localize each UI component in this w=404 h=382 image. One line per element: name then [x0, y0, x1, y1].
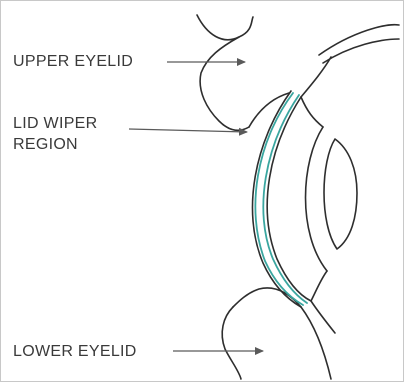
ciliary-upper — [301, 57, 331, 97]
iris-upper-line — [301, 97, 323, 127]
upper-eyelid-label: UPPER EYELID — [13, 51, 133, 72]
lid-wiper-band-outer — [255, 93, 303, 305]
lid-wiper-region-label: LID WIPER REGION — [13, 113, 98, 155]
cornea-outer-curve — [252, 91, 301, 307]
sclera-inner-arc — [323, 39, 399, 63]
lid-wiper-arrow — [129, 129, 247, 132]
lower-eyelid-outline — [222, 307, 241, 379]
cornea-inner-curve — [267, 97, 311, 301]
lens — [324, 139, 357, 249]
upper-eyelid-front-contour — [200, 37, 249, 130]
upper-eyelid-outline — [197, 15, 253, 40]
lower-eyelid-inner — [301, 307, 331, 379]
iris-lower-line — [311, 271, 327, 301]
lower-eyelid-label: LOWER EYELID — [13, 341, 137, 362]
